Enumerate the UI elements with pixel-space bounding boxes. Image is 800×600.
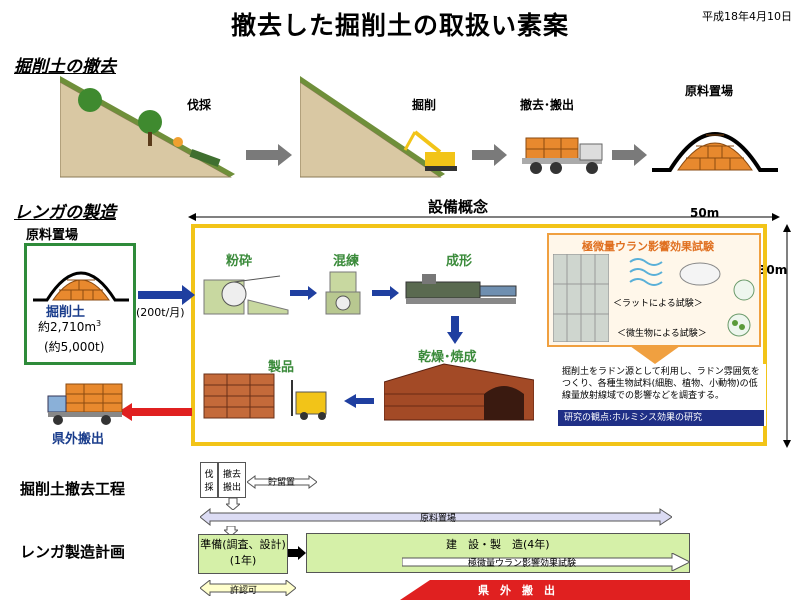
rate-label: (200t/月)	[136, 306, 185, 319]
arrow-left-red-icon	[118, 403, 192, 421]
worker-icon	[173, 137, 183, 147]
section-removal-heading: 掘削土の撤去	[14, 57, 116, 77]
raw-material-heading: 原料置場	[26, 228, 79, 243]
schedule-test-arrow	[402, 553, 690, 571]
felling-illustration	[60, 76, 235, 178]
schedule-storage-arrow	[247, 475, 317, 489]
extruder-machine-icon	[405, 274, 517, 304]
arrow-right-icon	[612, 144, 647, 166]
crusher-machine-icon	[203, 275, 289, 315]
schedule-stockyard-label: 原料置場	[420, 514, 457, 524]
mixer-machine-icon	[325, 271, 361, 315]
excavator-icon	[425, 152, 455, 166]
arrow-down-icon	[630, 346, 680, 364]
schedule-export-bar	[400, 580, 690, 600]
petri-dish-icon	[727, 313, 751, 337]
uranium-test-title: 極微量ウラン影響効果試験	[582, 240, 714, 253]
arrow-left-icon	[344, 394, 374, 408]
schedule-export-label: 県 外 搬 出	[478, 584, 555, 597]
tree-icon	[138, 110, 162, 134]
test-chamber-photo	[553, 254, 609, 342]
facility-width-label: 50m	[690, 206, 720, 220]
schedule-brick-label: レンガ製造計画	[20, 543, 126, 561]
schedule-test-label: 極微量ウラン影響効果試験	[468, 559, 577, 569]
step-transport-label: 撤去･搬出	[520, 98, 575, 112]
raw-material-volume: 約2,710m3	[38, 319, 102, 334]
process-product-label: 製品	[268, 360, 295, 375]
arrow-right-icon	[372, 286, 399, 300]
page-title: 撤去した掘削土の取扱い素案	[230, 11, 569, 40]
schedule-removal-label: 掘削土撤去工程	[20, 480, 126, 498]
microbe-test-label: ＜微生物による試験＞	[617, 329, 707, 339]
step-felling-label: 伐採	[187, 98, 212, 112]
arrow-right-icon	[472, 144, 507, 166]
process-form-label: 成形	[446, 254, 473, 269]
excavation-illustration	[300, 76, 457, 178]
raw-material-weight: (約5,000t)	[44, 340, 105, 354]
arrow-right-icon	[246, 144, 292, 166]
schedule-permit-arrow	[200, 580, 296, 596]
brick-pallets-icon	[203, 373, 327, 420]
arrow-right-icon	[290, 286, 317, 300]
dump-truck-icon	[522, 137, 603, 174]
rat-illustration	[629, 258, 755, 301]
research-viewpoint-bar: 研究の観点:ホルミシス効果の研究	[558, 410, 764, 426]
ship-out-label: 県外搬出	[52, 432, 105, 447]
rat-test-label: ＜ラットによる試験＞	[613, 299, 703, 309]
process-knead-label: 混練	[333, 254, 360, 269]
dimension-height-arrow	[783, 224, 791, 448]
schedule-prep-box: 準備(調査、設計) (1年)	[198, 534, 288, 574]
schedule-prep-years: (1年)	[229, 554, 257, 567]
arrow-right-icon	[138, 285, 195, 305]
schedule-storage-label: 貯留置	[268, 478, 296, 488]
export-truck-icon	[47, 383, 123, 425]
process-crush-label: 粉砕	[226, 254, 253, 269]
facility-concept-label: 設備概念	[428, 198, 489, 216]
arrow-down-small-icon	[224, 526, 238, 536]
raw-material-box	[24, 243, 136, 365]
schedule-prep-label: 準備(調査、設計)	[200, 538, 286, 551]
step-stockyard-label: 原料置場	[685, 84, 734, 98]
section-brick-heading: レンガの製造	[14, 203, 116, 223]
forklift-icon	[295, 391, 327, 415]
schedule-build-label: 建 設・製 造(4年)	[446, 538, 550, 551]
kiln-icon	[384, 363, 534, 421]
arrow-down-small-icon	[226, 498, 240, 510]
tree-icon	[78, 88, 102, 112]
schedule-stockyard-arrow	[200, 508, 672, 526]
soil-pile-icon	[33, 271, 129, 302]
process-dry-fire-label: 乾燥･焼成	[418, 350, 477, 365]
arrow-right-icon	[288, 546, 306, 560]
arrow-down-icon	[447, 316, 463, 344]
schedule-felling-box: 伐採	[200, 462, 218, 498]
schedule-removal-out-box: 撤去搬出	[218, 462, 246, 498]
schedule-permit-label: 許認可	[230, 586, 258, 596]
date-label: 平成18年4月10日	[702, 10, 792, 23]
stockyard-pile-icon	[652, 132, 778, 172]
petri-dish-icon	[733, 279, 755, 301]
raw-material-name: 掘削土	[46, 305, 86, 320]
facility-frame	[191, 224, 767, 446]
dimension-width-arrow	[188, 213, 780, 221]
step-excavation-label: 掘削	[412, 98, 437, 112]
